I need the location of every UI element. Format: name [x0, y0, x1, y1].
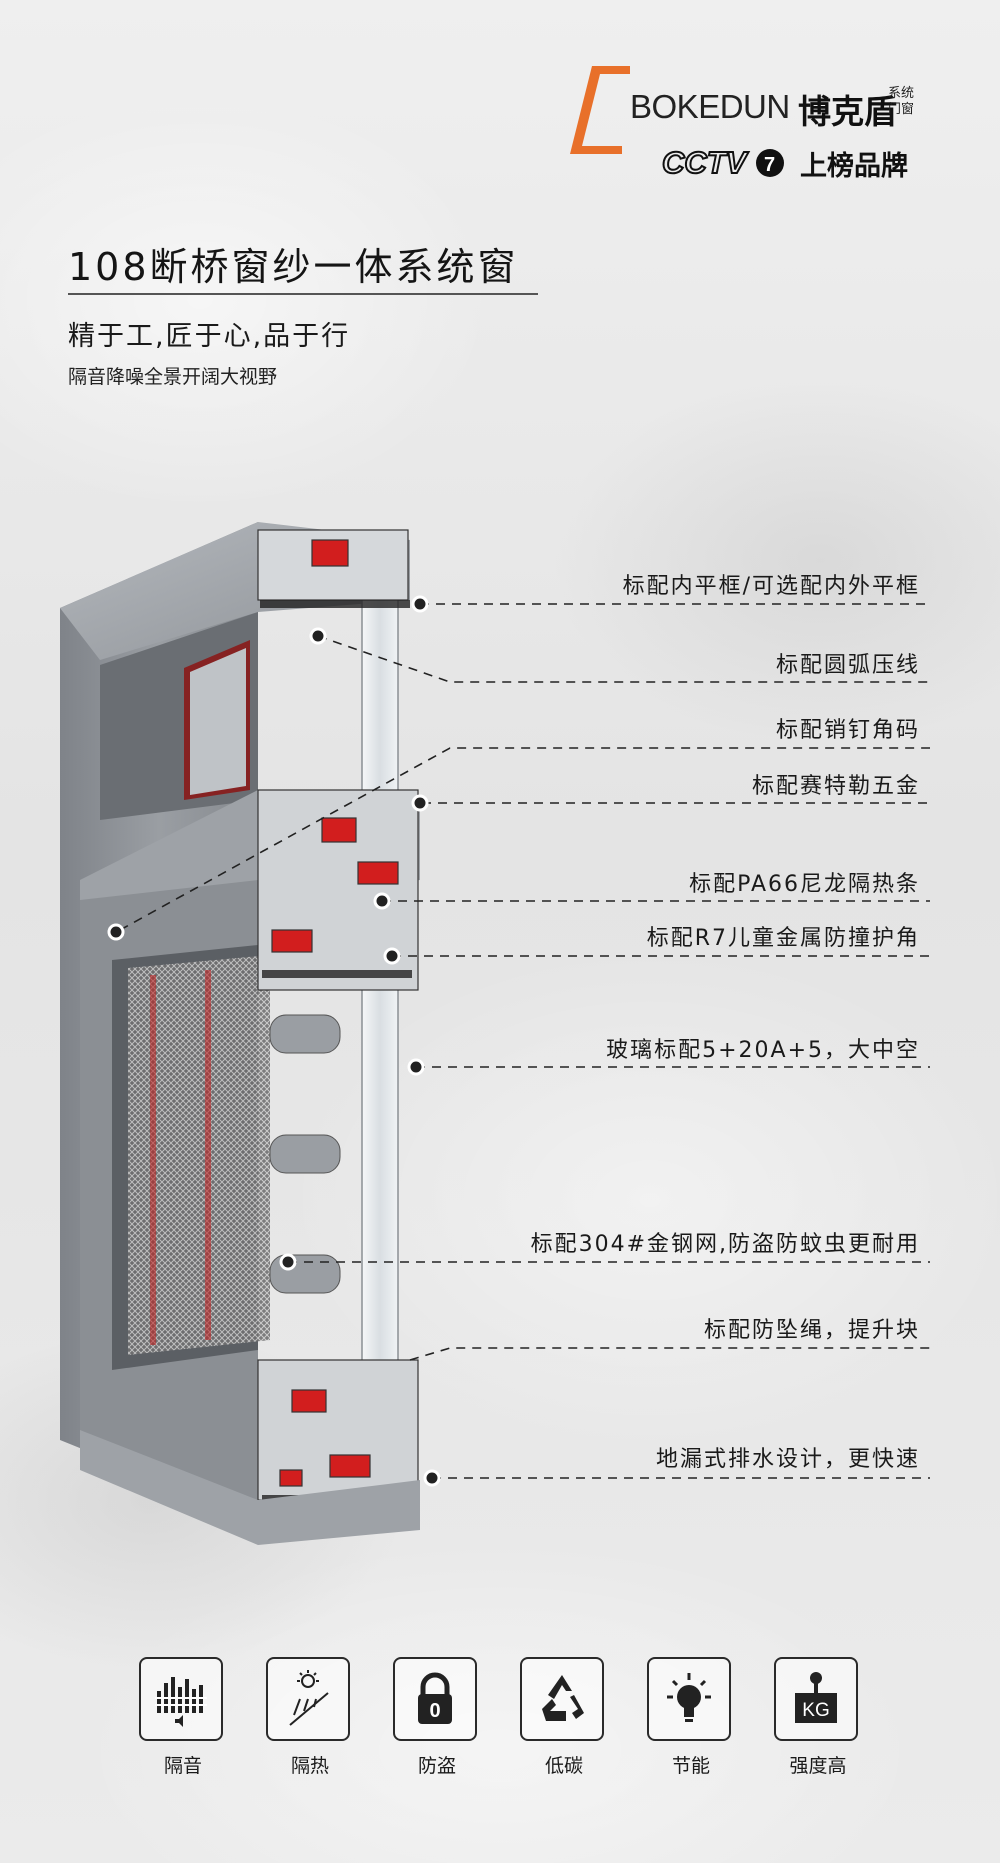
- feature-label: 低碳: [544, 1755, 583, 1777]
- sound-insulation-icon: [155, 1677, 207, 1727]
- weight-kg-icon: KG: [795, 1672, 837, 1723]
- lightbulb-icon: [667, 1673, 711, 1722]
- callout-label: 标配内平框/可选配内外平框: [622, 574, 920, 599]
- page-title: 108断桥窗纱一体系统窗: [68, 245, 519, 289]
- callout-label: 标配防坠绳，提升块: [703, 1318, 920, 1343]
- bokedun-logo-bracket: [570, 66, 630, 154]
- callout-label: 标配赛特勒五金: [751, 774, 920, 799]
- callout-label: 标配销钉角码: [775, 718, 920, 743]
- callout-label: 玻璃标配5+20A+5，大中空: [606, 1038, 920, 1063]
- feature-anti-theft: 0 防盗: [393, 1657, 481, 1778]
- callout-label: 标配圆弧压线: [775, 653, 920, 678]
- feature-label: 隔热: [290, 1755, 329, 1777]
- screen-mesh: [128, 955, 270, 1355]
- bottom-profile: [80, 1430, 420, 1545]
- feature-heat-insulation: 隔热: [266, 1657, 354, 1778]
- heat-insulation-icon: [289, 1670, 329, 1726]
- recycle-icon: [542, 1675, 584, 1721]
- callout-label: 标配304#金钢网,防盗防蚊虫更耐用: [530, 1232, 920, 1257]
- cctv-logo-text: CCTV: [662, 145, 749, 180]
- callout-label: 标配PA66尼龙隔热条: [689, 872, 920, 897]
- brand-subtitle: 系统门窗: [888, 86, 915, 117]
- feature-low-carbon: 低碳: [520, 1657, 608, 1778]
- cctv7-logo: CCTV 7: [662, 144, 784, 180]
- slogan: 精于工,匠于心,品于行: [68, 321, 351, 352]
- feature-label: 隔音: [163, 1755, 202, 1777]
- cctv-brand-text: 上榜品牌: [800, 151, 908, 182]
- padlock-digit: 0: [429, 1700, 440, 1722]
- padlock-icon: 0: [418, 1672, 452, 1724]
- cctv-channel: 7: [764, 154, 775, 176]
- feature-sound-insulation: 隔音: [139, 1657, 227, 1778]
- brand-name-en: BOKEDUN: [630, 88, 790, 125]
- feature-label: 节能: [671, 1755, 710, 1777]
- feature-energy-saving: 节能: [647, 1657, 735, 1778]
- feature-label: 强度高: [789, 1755, 847, 1777]
- weight-kg-text: KG: [802, 1700, 829, 1721]
- sub-slogan: 隔音降噪全景开阔大视野: [68, 366, 278, 388]
- feature-high-strength: KG 强度高: [774, 1657, 862, 1778]
- title-divider: [68, 293, 538, 295]
- brand-name-cn: 博克盾: [798, 92, 897, 131]
- callout-label: 地漏式排水设计，更快速: [655, 1447, 920, 1472]
- feature-label: 防盗: [417, 1755, 456, 1777]
- callout-label: 标配R7儿童金属防撞护角: [646, 926, 920, 951]
